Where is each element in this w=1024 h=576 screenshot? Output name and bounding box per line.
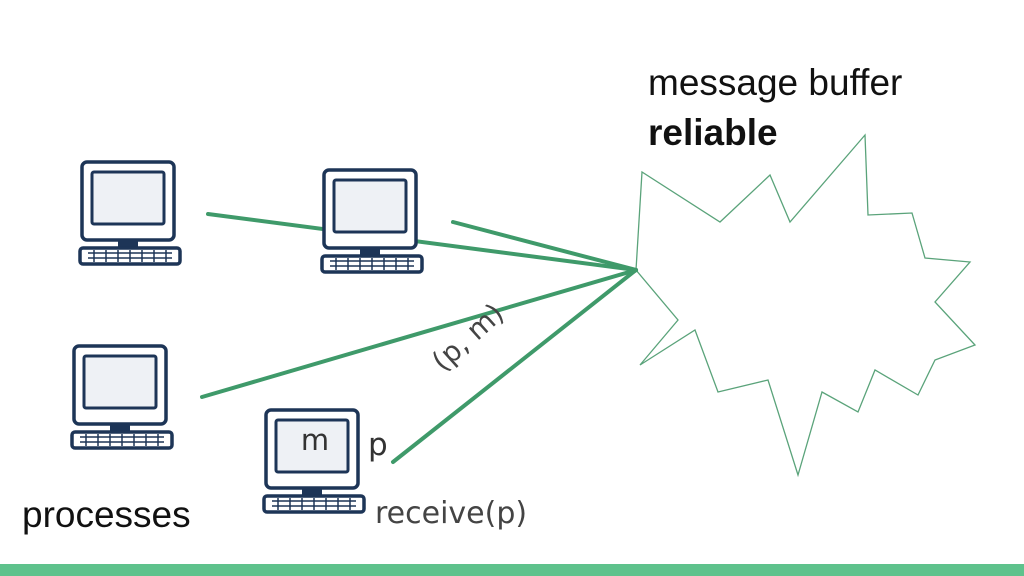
buffer-qualifier: reliable — [648, 112, 778, 153]
message-content-label: m — [300, 423, 330, 457]
connection-line — [206, 212, 638, 272]
process-id-label: p — [368, 427, 388, 463]
footer-bar — [0, 564, 1024, 576]
connection-line — [200, 268, 638, 399]
connection-line — [391, 268, 638, 464]
computer-icon — [70, 344, 174, 450]
receive-operation-label: receive(p) — [375, 496, 528, 531]
buffer-title: message buffer — [648, 62, 903, 103]
message-buffer-burst — [635, 133, 977, 478]
processes-label: processes — [22, 494, 191, 535]
connection-line — [451, 220, 638, 272]
computer-icon — [320, 168, 424, 274]
computer-icon — [78, 160, 182, 266]
